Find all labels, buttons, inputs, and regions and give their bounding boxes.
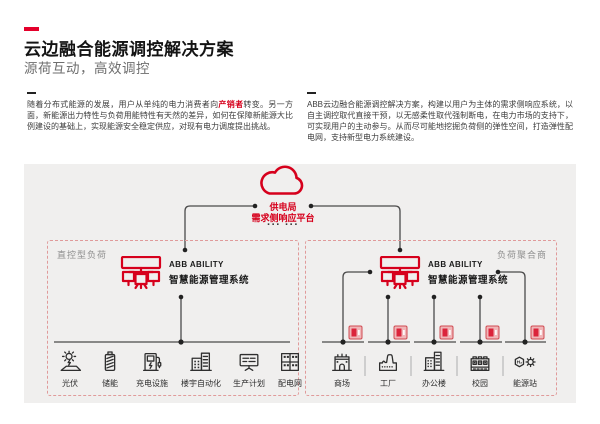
edge-device-icon [393,325,408,340]
edge-device-icon [348,325,363,340]
intro-left-pre: 随着分布式能源的发展，用户从单纯的电力消费者向 [27,100,219,109]
node-dot [477,339,483,345]
edge-device-icon [439,325,454,340]
consumer-item-label: 能源站 [513,379,537,388]
node-dot [182,247,188,253]
node-dot [178,339,184,345]
node-dot [495,269,501,275]
right-system-text: ABB ABILITY 智慧能源管理系统 [428,260,508,286]
edge-device-icon [485,325,500,340]
node-dot [522,339,528,345]
node-dot [385,294,391,300]
left-system-name: ABB ABILITY [169,260,224,269]
right-system-desc: 智慧能源管理系统 [428,275,509,286]
load-item-label: 充电设施 [136,379,168,388]
node-dot [431,339,437,345]
h2-label: H₂ [517,360,523,366]
intro-right-paragraph: ABB云边融合能源调控解决方案，构建以用户为主体的需求侧响应系统，以自主调控取代… [307,100,573,142]
left-box-label: 直控型负荷 [57,250,108,260]
consumer-item: 办公楼 [411,349,457,389]
load-item: 光伏 [46,349,94,389]
platform-name: 供电局 [269,202,297,212]
consumer-item-label: 校园 [472,379,488,388]
paragraph-dash [27,92,36,94]
right-branch-curve-right [498,271,526,342]
intro-left-post: 转变。另一方面，新能源出力特性与负荷用能特性有天然的差异，如何在保障新能源大比例… [27,100,294,131]
intro-right-column: ABB云边融合能源调控解决方案，构建以用户为主体的需求侧响应系统，以自主调控取代… [307,92,573,143]
load-item-label: 配电网 [278,379,302,388]
factory-icon [378,354,398,372]
load-item: 楼宇自动化 [177,349,225,389]
battery-storage-icon [104,351,116,372]
page-subtitle: 源荷互动，高效调控 [24,61,150,76]
ems-system-icon [379,256,421,290]
load-item: 生产计划 [225,349,273,389]
platform-subname: 需求侧响应平台 [251,213,315,223]
load-item-label: 楼宇自动化 [181,379,221,388]
cloud-icon [260,165,304,195]
load-item-label: 生产计划 [233,379,265,388]
node-dot [397,247,403,253]
node-dot [367,269,373,275]
node-dot [178,294,184,300]
load-item-label: 储能 [102,379,118,388]
load-item: 储能 [86,349,134,389]
right-branch-curve-left [342,271,370,342]
distribution-grid-icon [280,352,300,372]
platform-ellipsis: ··· ··· [266,219,300,231]
consumer-item: 工厂 [365,349,411,389]
intro-left-highlight: 产销者 [218,100,244,109]
node-dot [385,339,391,345]
cloud-to-right-connector [311,205,401,248]
load-aggregator-box: 负荷聚合商 [305,240,557,396]
intro-left-column: 随着分布式能源的发展，用户从单纯的电力消费者向产销者转变。另一方面，新能源出力特… [27,92,293,143]
campus-icon [470,356,490,372]
mall-icon [332,353,352,372]
node-dot [340,339,346,345]
building-automation-icon [190,352,212,372]
consumer-item: H₂ 能源站 [502,349,548,389]
connector-lines [54,203,546,376]
right-box-label: 负荷聚合商 [496,250,547,260]
paragraph-dash [307,92,316,94]
office-building-icon [423,351,445,372]
edge-devices [348,325,545,340]
page-title: 云边融合能源调控解决方案 [24,40,234,59]
solar-pv-icon [60,350,82,372]
consumer-item: 商场 [319,349,365,389]
intro-section: 随着分布式能源的发展，用户从单纯的电力消费者向产销者转变。另一方面，新能源出力特… [27,92,573,143]
node-dot [477,294,483,300]
node-dot [252,203,258,209]
edge-device-icon [530,325,545,340]
load-item: 充电设施 [128,349,176,389]
direct-control-load-box: 直控型负荷 [47,240,299,396]
load-item-label: 光伏 [62,379,78,388]
ev-charger-icon [142,352,162,372]
left-system-desc: 智慧能源管理系统 [169,275,250,286]
node-dot [431,294,437,300]
right-system-name: ABB ABILITY [428,260,483,269]
load-item: 配电网 [266,349,314,389]
cloud-to-left-connector [184,205,255,248]
energy-station-icon: H₂ [514,356,536,368]
left-system-text: ABB ABILITY 智慧能源管理系统 [169,260,249,286]
node-dot [308,203,314,209]
intro-left-paragraph: 随着分布式能源的发展，用户从单纯的电力消费者向产销者转变。另一方面，新能源出力特… [27,99,293,132]
consumer-item-label: 商场 [334,379,350,388]
accent-dash [24,27,39,31]
consumer-item-label: 工厂 [380,379,396,388]
ems-system-icon [120,256,162,290]
production-plan-icon [239,353,259,372]
consumer-item: 校园 [457,349,503,389]
consumer-item-label: 办公楼 [422,379,446,388]
architecture-diagram: 供电局 需求侧响应平台 ··· ··· 直控型负荷 负荷聚合商 ABB ABIL… [24,164,576,403]
